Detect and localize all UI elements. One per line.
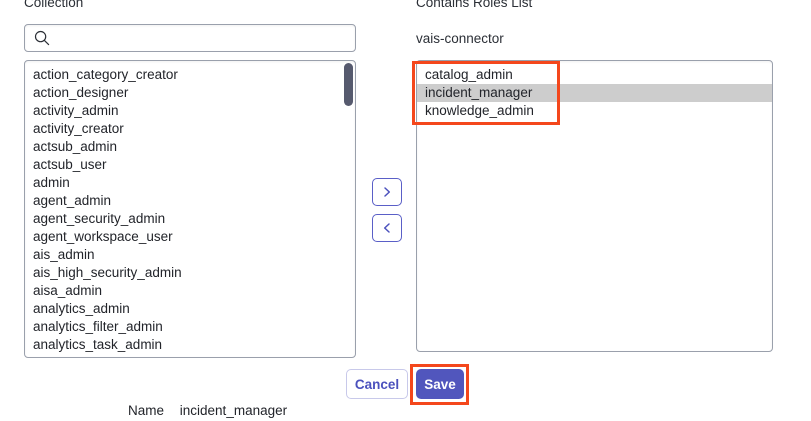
cancel-button[interactable]: Cancel bbox=[346, 369, 408, 399]
name-label: Name bbox=[128, 403, 165, 418]
collection-list-item[interactable]: actsub_admin bbox=[33, 139, 118, 154]
contains-roles-list-label: Contains Roles List bbox=[416, 0, 533, 10]
collection-list-item[interactable]: ais_high_security_admin bbox=[33, 265, 182, 280]
move-left-button[interactable] bbox=[372, 214, 402, 242]
collection-list-item[interactable]: action_designer bbox=[33, 85, 129, 100]
move-right-button[interactable] bbox=[372, 178, 402, 206]
chevron-left-icon bbox=[383, 223, 390, 233]
search-icon bbox=[34, 30, 50, 46]
collection-list-item[interactable]: agent_security_admin bbox=[33, 211, 166, 226]
search-input[interactable] bbox=[51, 25, 355, 51]
collection-list-item[interactable]: activity_creator bbox=[33, 121, 124, 136]
collection-list-item[interactable]: agent_workspace_user bbox=[33, 229, 173, 244]
selected-collection-name: vais-connector bbox=[416, 31, 504, 46]
collection-list-item[interactable]: analytics_viewer bbox=[25, 354, 355, 357]
role-list-item[interactable]: incident_manager bbox=[417, 84, 772, 102]
save-button[interactable]: Save bbox=[416, 369, 464, 399]
collection-list-item[interactable]: aisa_admin bbox=[33, 283, 103, 298]
collection-search[interactable] bbox=[24, 24, 356, 52]
collection-list-item[interactable]: ais_admin bbox=[33, 247, 95, 262]
collection-list-item[interactable]: agent_admin bbox=[33, 193, 112, 208]
collection-list-item[interactable]: action_category_creator bbox=[33, 67, 178, 82]
collection-label: Collection bbox=[24, 0, 84, 10]
collection-scrollbar[interactable] bbox=[343, 61, 354, 356]
name-value: incident_manager bbox=[179, 403, 288, 418]
collection-list-item[interactable]: analytics_filter_admin bbox=[33, 319, 163, 334]
chevron-right-icon bbox=[384, 187, 391, 197]
record-name-row: Name incident_manager bbox=[128, 403, 287, 418]
collection-list-item[interactable]: analytics_task_admin bbox=[33, 337, 163, 352]
collection-list-item[interactable]: admin bbox=[33, 175, 70, 190]
collection-list-item[interactable]: analytics_admin bbox=[33, 301, 130, 316]
collection-scrollbar-thumb[interactable] bbox=[344, 63, 353, 106]
role-list-item[interactable]: catalog_admin bbox=[425, 67, 513, 82]
collection-list-item[interactable]: activity_admin bbox=[33, 103, 119, 118]
collection-list-item[interactable]: actsub_user bbox=[33, 157, 107, 172]
role-list-item[interactable]: knowledge_admin bbox=[425, 103, 534, 118]
